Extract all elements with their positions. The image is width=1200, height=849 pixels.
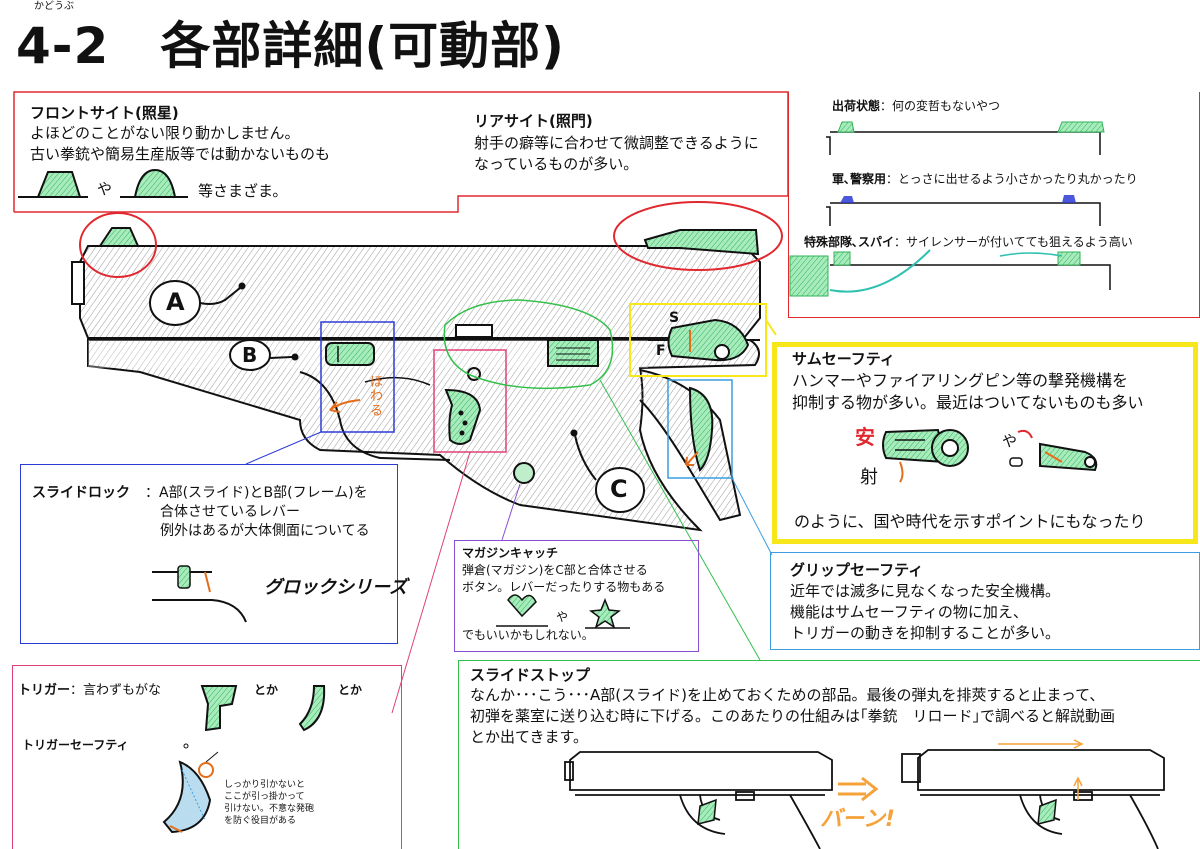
trigger-safety-drawing [162, 743, 219, 834]
thumb-safety-line1: ハンマーやファイアリングピン等の撃発機構を [792, 371, 1129, 390]
trigger-safety-note1: しっかり引かないと [224, 780, 306, 790]
label-hold: ほ わ る [370, 375, 384, 419]
trigger-toka-2: とか [338, 683, 363, 697]
thumb-safety-alt-lever-icon [1009, 429, 1098, 472]
label-a: A [166, 288, 185, 316]
label-c: C [610, 475, 628, 503]
slide-lock-heading: スライドロック [32, 485, 130, 501]
slide-lock-line3: 例外はあるが大体側面についてる [160, 523, 370, 539]
magazine-catch-panel [454, 540, 699, 652]
trigger-safety-heading: トリガーセーフティ [22, 738, 129, 752]
magazine-catch-line1: 弾倉(マガジン)をC部と合体させる [462, 563, 648, 577]
trigger-panel [12, 665, 402, 849]
trigger-safety-note4: を防ぐ役目がある [224, 816, 297, 826]
front-sight-example-1-icon [18, 171, 88, 198]
rear-sight-line2: なっているものが多い。 [474, 155, 639, 173]
slide-lock-glock-label: グロックシリーズ [264, 577, 408, 598]
trigger-curved-icon [298, 685, 326, 732]
front-sight-or: や [97, 180, 113, 198]
magazine-catch-line3: でもいいかもしれない。 [462, 628, 594, 642]
slide-stop-panel [458, 660, 1200, 849]
rear-sight-heading: リアサイト(照門) [474, 112, 593, 130]
grip-safety-line3: トリガーの動きを抑制することが多い。 [790, 624, 1061, 642]
thumb-safety-lever-icon [882, 428, 969, 483]
heart-button-icon [507, 594, 537, 618]
trigger-toka-1: とか [254, 683, 279, 697]
magazine-catch-line2: ボタン。レバーだったりする物もある [462, 580, 666, 594]
magazine-catch-or: や [556, 610, 569, 624]
slide-stop-line2: 初弾を薬室に送り込む時に下げる。このあたりの仕組みは｢拳銃 リロード｣で調べると… [470, 707, 1116, 725]
thumb-safety-fire-label: 射 [860, 467, 878, 488]
trigger-safety-note3: 引けない。不意な発砲 [224, 804, 315, 814]
thumb-safety-line2: 抑制する物が多い。最近はついてないものも多い [792, 393, 1144, 412]
slide-stop-line3: とか出てきます。 [470, 728, 589, 746]
rear-sight-line1: 射手の癖等に合わせて微調整できるように [474, 134, 759, 152]
thumb-safety-safe-label: 安 [855, 425, 875, 449]
front-sight-line2: 古い拳銃や簡易生産版等では動かないものも [30, 145, 331, 163]
thumb-safety-heading: サムセーフティ [792, 350, 895, 368]
slide-stop-heading: スライドストップ [470, 666, 591, 684]
slide-lock-line2: 合体させているレバー [160, 504, 300, 520]
front-sight-heading: フロントサイト(照星) [30, 104, 179, 122]
front-sight-example-2-icon [120, 168, 188, 198]
sight-type-row1: 出荷状態：何の変哲もないやつ [832, 99, 1001, 113]
slide-lock-panel [20, 464, 398, 644]
trigger-safety-note2: ここが引っ掛かって [224, 792, 305, 802]
label-safe-s: S [669, 310, 680, 326]
grip-safety-line1: 近年では滅多に見なくなった安全機構。 [790, 582, 1061, 600]
trigger-heading-line: トリガー：言わずもがな [18, 683, 162, 698]
slide-stop-line1: なんか･･･こう･･･A部(スライド)を止めておくための部品。最後の弾丸を排莢す… [470, 686, 1105, 704]
thumb-safety-panel [772, 342, 1198, 544]
title-furigana: かどうぶ [34, 1, 74, 12]
label-b: B [242, 343, 258, 367]
trigger-straight-icon [200, 685, 238, 732]
thumb-safety-or: や [1002, 432, 1018, 450]
thumb-safety-tail: のように、国や時代を示すポイントにもなったり [794, 512, 1146, 531]
sight-type-row2: 軍､警察用：とっさに出せるよう小さかったり丸かったり [832, 172, 1138, 186]
front-sight-line1: よほどのことがない限り動かしません。 [30, 124, 300, 142]
grip-safety-line2: 機能はサムセーフティの物に加え、 [790, 603, 1028, 621]
slide-lock-line1: ：A部(スライド)とB部(フレーム)を [145, 485, 368, 501]
front-sight-tail: 等さまざま。 [198, 182, 288, 200]
page-title: 4-2 各部詳細(可動部) [16, 17, 566, 75]
label-fire-f: F [656, 343, 666, 359]
slide-stop-bang: バーン! [820, 807, 895, 832]
grip-safety-heading: グリップセーフティ [790, 561, 924, 579]
star-button-icon [589, 597, 621, 629]
magazine-catch-heading: マガジンキャッチ [462, 546, 559, 560]
sight-type-row3: 特殊部隊､スパイ：サイレンサーが付いてても狙えるよう高い [804, 235, 1133, 249]
